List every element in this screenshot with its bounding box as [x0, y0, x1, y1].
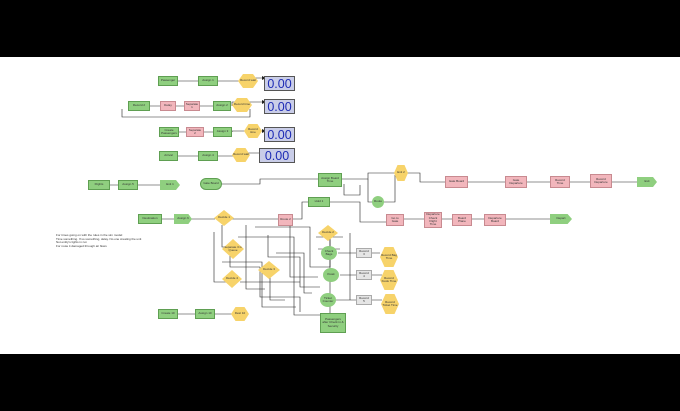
record-node[interactable]: Record wait — [238, 74, 258, 88]
record-node[interactable]: Record 3 — [356, 248, 372, 258]
record-node[interactable]: Record time — [232, 98, 252, 112]
destination-node[interactable]: Destination — [138, 214, 162, 224]
depart-node[interactable]: Depart — [550, 214, 572, 224]
delay-node[interactable]: Delay — [160, 101, 176, 111]
decide-node[interactable]: Decide 1 — [214, 210, 234, 226]
process-node[interactable]: Record Time — [550, 176, 570, 188]
process-node[interactable]: Board Plane — [452, 214, 472, 226]
value-display: 0.00 — [264, 99, 295, 114]
assign-node[interactable]: Assign 2 — [213, 101, 231, 111]
record-node[interactable]: Record 5 — [356, 295, 372, 305]
value-display: 0.00 — [264, 76, 295, 91]
route-node[interactable]: Route — [372, 196, 384, 208]
create-passengers-node[interactable]: Create Passengers — [159, 127, 179, 137]
separate-node[interactable]: Separate 1 — [184, 101, 200, 111]
process-node[interactable]: Departure Board — [484, 214, 506, 226]
assign-node[interactable]: Assign 1 — [198, 76, 218, 86]
record-node[interactable]: Record 2 — [128, 101, 150, 111]
connector-lines — [110, 76, 638, 317]
passengers-after-security-node[interactable]: Passengers after Check in & Security — [320, 313, 346, 333]
assign-node[interactable]: Assign 10 — [195, 309, 215, 319]
batch-node[interactable]: Assign Board Time — [318, 173, 342, 187]
process-node[interactable]: Go to Gate — [386, 214, 404, 226]
create-node[interactable]: Create 10 — [158, 309, 178, 319]
exit-node[interactable]: Exit — [637, 177, 657, 187]
check-bags-node[interactable]: Check Bags — [321, 246, 337, 260]
note-line: For times going on with the rules in the… — [56, 233, 123, 237]
record-node[interactable]: Record Kiosk Time — [380, 270, 398, 290]
gate-board-node[interactable]: Gate Board — [200, 178, 222, 190]
hold-node[interactable]: Hold 1 — [308, 197, 330, 207]
process-node[interactable]: Gate Departure — [505, 176, 527, 188]
ticket-counter-node[interactable]: Ticket Counter — [320, 293, 336, 307]
decide-node[interactable]: Decide 2 — [318, 225, 338, 241]
record-node[interactable]: Record 4 — [356, 270, 372, 280]
notes-text: For times going on with the rules in the… — [56, 233, 166, 248]
generate-passenger-node[interactable]: Passenger — [158, 76, 178, 86]
assign-node[interactable]: Assign 6 — [174, 214, 192, 224]
kiosk-node[interactable]: Kiosk — [323, 268, 339, 282]
decide-node[interactable]: Separate 3 in Queue — [222, 239, 244, 259]
record-node[interactable]: Record Bag Time — [380, 247, 398, 267]
note-line: Not entity's lights in run — [56, 240, 87, 245]
note-line: For route it damaged through air flows — [56, 243, 107, 248]
value-display: 0.00 — [259, 148, 295, 163]
record-node[interactable]: Dest 10 — [231, 307, 249, 321]
flights-node[interactable]: Flights — [88, 180, 110, 190]
arrival-node[interactable]: Arrival — [159, 151, 178, 161]
assign-node[interactable]: Assign 5 — [118, 180, 138, 190]
value-display: 0.00 — [264, 127, 295, 142]
decide-node[interactable]: Decide 4 — [222, 270, 242, 288]
assign-node[interactable]: Assign 4 — [198, 151, 218, 161]
flowchart-canvas: Passenger Assign 1 Record wait 0.00 Reco… — [0, 57, 680, 354]
process-node[interactable]: Record Departure — [590, 174, 612, 188]
record-node[interactable]: Record Ticket Time — [381, 294, 399, 314]
assign-node[interactable]: Assign 3 — [213, 127, 232, 137]
record-node[interactable]: Record time — [244, 124, 262, 138]
process-node[interactable]: Departure Check Flight Time — [424, 212, 442, 228]
separate-node[interactable]: Separate 2 — [186, 127, 204, 137]
exit-node[interactable]: Exit 1 — [160, 180, 180, 190]
record-node[interactable]: Record wait — [232, 148, 250, 162]
decide-node[interactable]: Decide 3 — [258, 261, 280, 279]
note-line: Time something. If so something, delay. … — [56, 236, 142, 241]
route-node[interactable]: Route 2 — [278, 214, 293, 226]
decide-node[interactable]: Exit 2 — [394, 165, 408, 181]
process-node[interactable]: Gate Board — [445, 176, 468, 188]
